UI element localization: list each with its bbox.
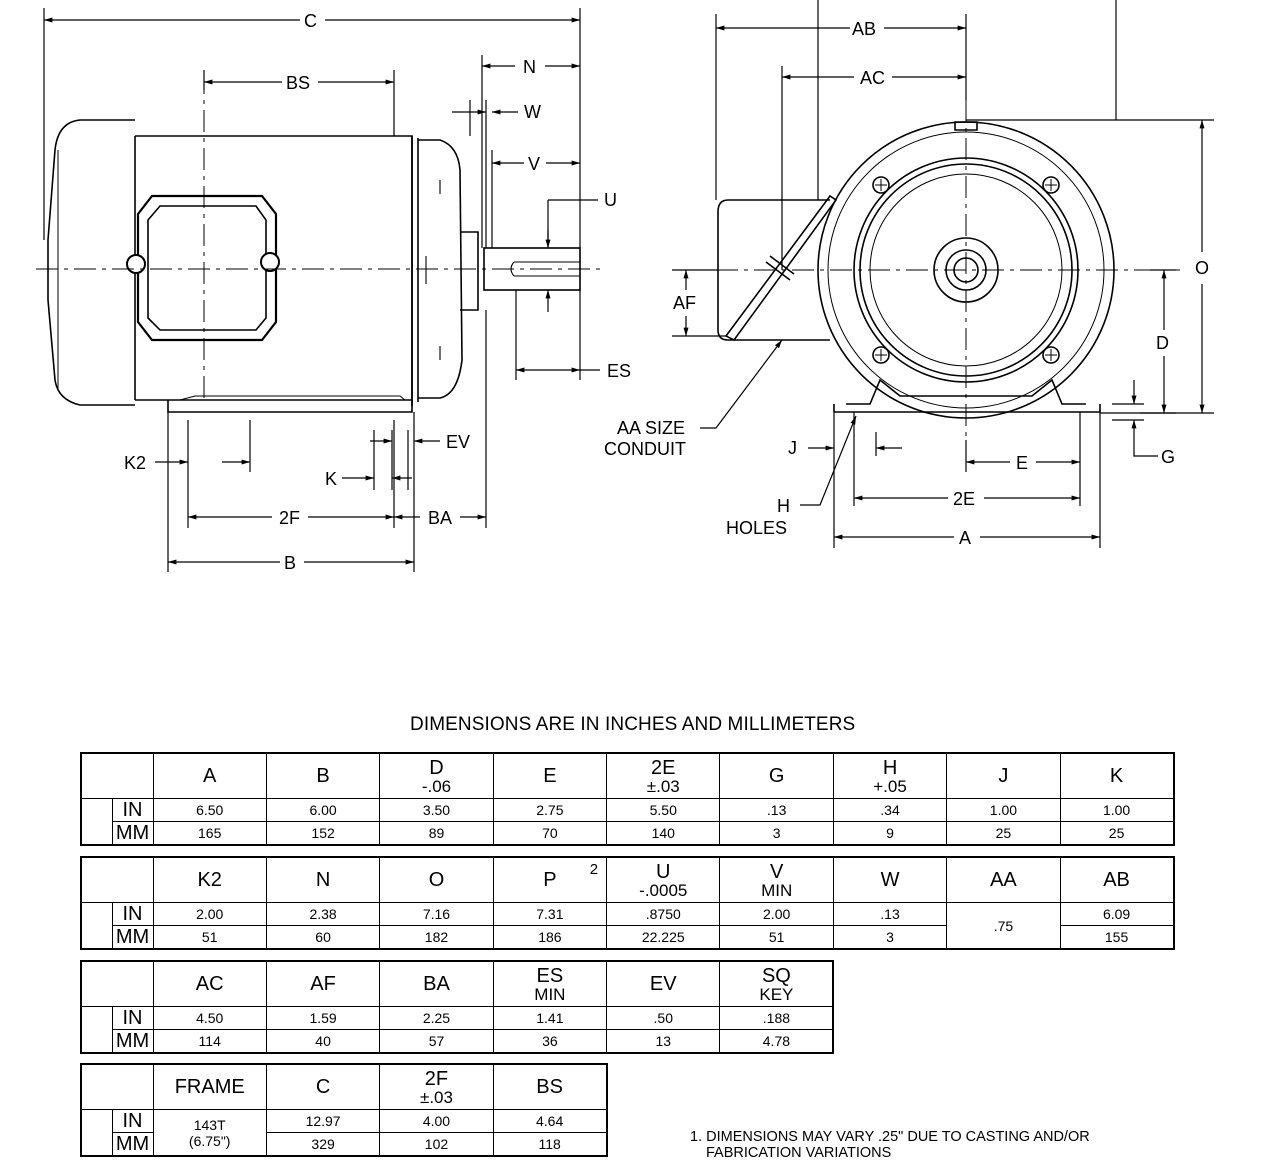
dim-label-es: ES [607, 361, 631, 381]
dim-label-k2: K2 [124, 453, 146, 473]
header-j: J [946, 752, 1061, 799]
footnote-line-2: FABRICATION VARIATIONS [706, 1145, 892, 1161]
header-ac: AC [152, 960, 267, 1007]
dim-label-g: G [1161, 447, 1175, 467]
header-k2: K2 [152, 856, 267, 903]
dim-label-c: C [304, 11, 317, 31]
dim-label-u: U [604, 190, 617, 210]
table-row: IN 143T(6.75") 12.97 4.00 4.64 [80, 1109, 608, 1157]
header-u: U-.0005 [606, 856, 721, 903]
table-corner [80, 856, 154, 903]
table-corner [80, 960, 154, 1007]
unit-mm: MM [111, 821, 154, 846]
frame-cell: 143T(6.75") [152, 1109, 267, 1157]
dim-label-aa-2: CONDUIT [604, 439, 686, 459]
table-corner [80, 1063, 154, 1110]
dim-label-a: A [959, 528, 971, 548]
dim-label-bs: BS [286, 73, 310, 93]
unit-in: IN [111, 798, 154, 822]
header-ba: BA [379, 960, 494, 1007]
header-g: G [719, 752, 834, 799]
dim-label-h-1: H [777, 496, 790, 516]
dim-label-ab: AB [852, 19, 876, 39]
header-h: H+.05 [832, 752, 948, 799]
dim-label-j: J [788, 438, 797, 458]
table-corner [80, 752, 154, 799]
dim-label-k: K [325, 469, 337, 489]
footnote-line-1: 1. DIMENSIONS MAY VARY .25" DUE TO CASTI… [690, 1129, 1090, 1145]
dim-label-v: V [528, 154, 540, 174]
dimension-table-4: FRAME C 2F±.03 BS IN 143T(6.75") 12.97 4… [80, 1063, 608, 1157]
header-o: O [379, 856, 494, 903]
front-view [678, 100, 1180, 470]
dim-label-o: O [1195, 258, 1209, 278]
dim-label-e: E [1016, 453, 1028, 473]
header-2f: 2F±.03 [379, 1063, 494, 1110]
dim-label-2e: 2E [953, 489, 975, 509]
header-c: C [265, 1063, 381, 1110]
dim-label-ev: EV [446, 432, 470, 452]
header-aa: AA [946, 856, 1061, 903]
motor-dimension-drawing: C BS N W V U ES EV K2 K 2F BA B [36, 0, 1214, 573]
header-b: B [265, 752, 381, 799]
table-row: MM 329 102 118 [81, 1132, 608, 1157]
header-a: A [152, 752, 267, 799]
header-d: D-.06 [379, 752, 494, 799]
header-af: AF [265, 960, 381, 1007]
dim-label-d: D [1156, 333, 1169, 353]
header-ev: EV [606, 960, 721, 1007]
dim-label-ac: AC [860, 68, 885, 88]
header-frame: FRAME [152, 1063, 267, 1110]
dim-label-aa-1: AA SIZE [617, 418, 685, 438]
header-k: K [1059, 752, 1175, 799]
header-ab: AB [1059, 856, 1175, 903]
side-view [36, 72, 600, 413]
dim-label-n: N [523, 57, 536, 77]
header-e: E [492, 752, 608, 799]
header-bs: BS [492, 1063, 608, 1110]
header-2e: 2E±.03 [606, 752, 721, 799]
footnote: 1. DIMENSIONS MAY VARY .25" DUE TO CASTI… [690, 1129, 1090, 1161]
dim-label-2f: 2F [279, 508, 300, 528]
header-w: W [832, 856, 948, 903]
dimensions-caption: DIMENSIONS ARE IN INCHES AND MILLIMETERS [410, 714, 856, 735]
dim-label-ba: BA [428, 508, 452, 528]
header-n: N [265, 856, 381, 903]
dim-label-af: AF [673, 293, 696, 313]
dim-label-b: B [284, 553, 296, 573]
dim-label-w: W [524, 102, 541, 122]
dim-label-h-2: HOLES [726, 518, 787, 538]
